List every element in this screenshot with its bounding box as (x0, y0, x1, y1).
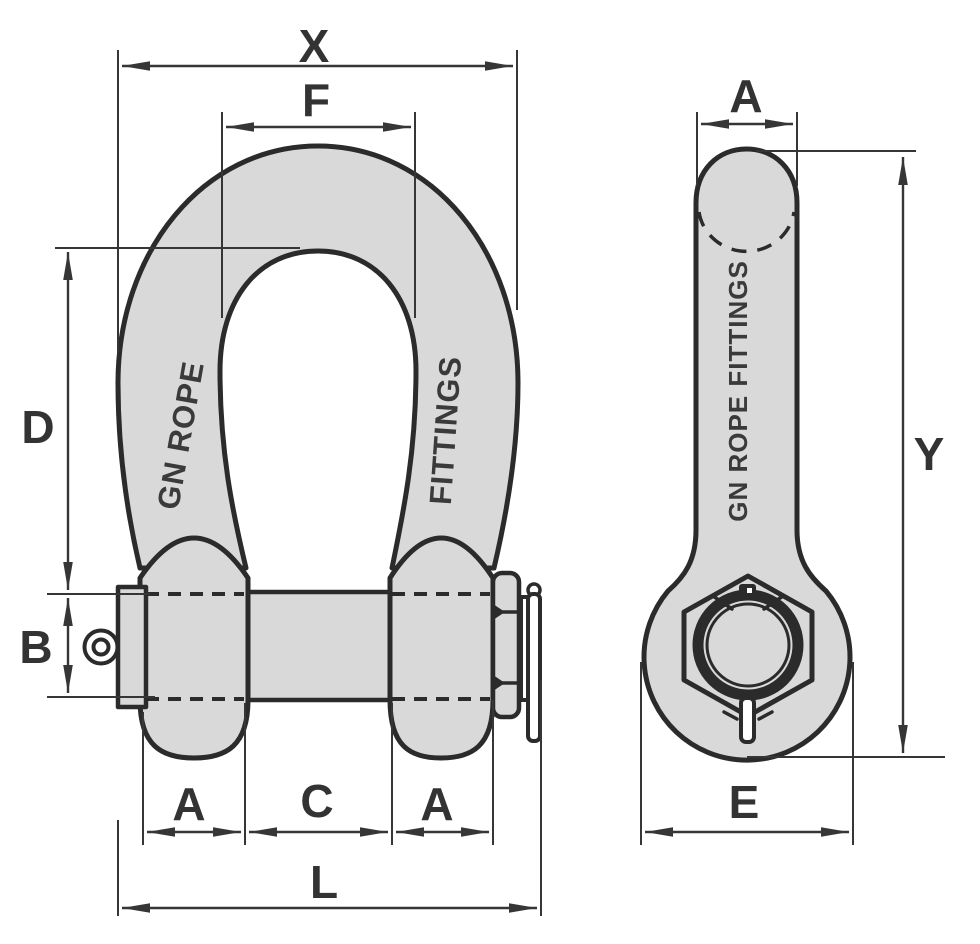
dim-label-overall-height: Y (914, 428, 945, 480)
dim-label-eye-diameter: E (729, 776, 760, 828)
dim-label-overall-length: L (310, 856, 338, 908)
cotter-pin-head-hole (747, 588, 752, 593)
pin-end-ring-inner (705, 602, 791, 688)
front-view: GN ROPE FITTINGS (82, 143, 542, 761)
bow-body (115, 143, 521, 571)
dim-label-overall-width: X (299, 20, 330, 72)
dim-label-jaw-width: C (300, 775, 333, 827)
right-ear (387, 535, 496, 761)
pin-head (115, 584, 149, 710)
side-view: GN ROPE FITTINGS (641, 146, 853, 763)
cotter-pin (526, 592, 542, 743)
pin-body (243, 589, 395, 703)
hidden-section-arc (697, 211, 796, 254)
nut-facet-notch (493, 675, 505, 691)
dim-label-pin-diameter: B (19, 621, 52, 673)
dim-label-left-eye-width: A (172, 778, 205, 830)
cotter-pin-leg (739, 696, 756, 744)
nut-facet-notch (493, 604, 505, 620)
nut-chamfer-line (722, 710, 739, 721)
dim-label-right-eye-width: A (420, 778, 453, 830)
pin-head-ring-hole (91, 637, 111, 657)
nut-chamfer-line (757, 710, 774, 721)
side-view-dimensions: A Y E (640, 70, 945, 845)
brand-text-side: GN ROPE FITTINGS (723, 260, 753, 522)
dim-label-bow-section: A (729, 70, 762, 122)
left-ear (137, 535, 251, 761)
front-view-dimensions: X F D B A C A L (19, 20, 542, 916)
nut-profile (490, 570, 522, 720)
dim-label-bow-inside-width: F (302, 74, 330, 126)
dim-label-inside-length: D (21, 401, 54, 453)
